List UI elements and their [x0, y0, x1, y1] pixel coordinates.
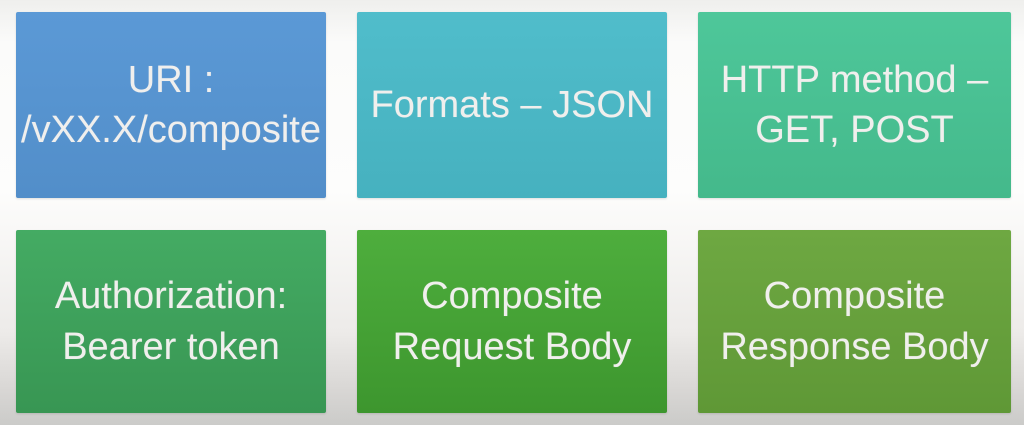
card-uri: URI : /vXX.X/composite — [16, 12, 326, 198]
card-request-body: Composite Request Body — [357, 230, 667, 413]
card-authorization-label: Authorization: Bearer token — [54, 275, 288, 368]
card-formats-label: Formats – JSON — [370, 83, 654, 126]
card-formats: Formats – JSON — [357, 12, 667, 198]
card-response-body: Composite Response Body — [698, 230, 1011, 413]
card-http-method-label: HTTP method – GET, POST — [720, 58, 989, 151]
card-uri-label: URI : /vXX.X/composite — [21, 58, 321, 151]
card-response-body-label: Composite Response Body — [720, 275, 989, 368]
card-authorization: Authorization: Bearer token — [16, 230, 326, 413]
card-request-body-label: Composite Request Body — [392, 275, 632, 368]
card-grid: URI : /vXX.X/composite Formats – JSON HT… — [16, 12, 1011, 413]
card-http-method: HTTP method – GET, POST — [698, 12, 1011, 198]
